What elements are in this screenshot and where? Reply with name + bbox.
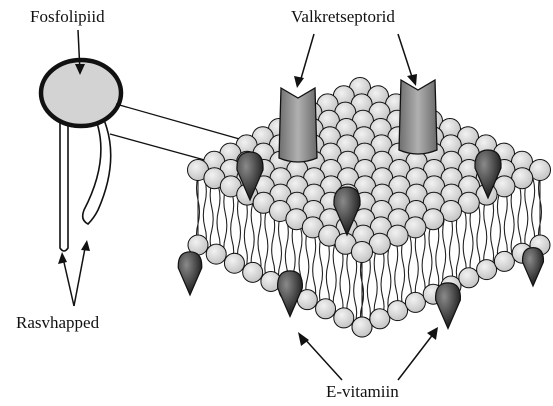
lipid-head-lower — [224, 253, 244, 273]
arrow-vitamin-e-right — [398, 333, 434, 380]
phospholipid-model — [41, 60, 121, 251]
vitamin-e-molecule — [523, 248, 544, 286]
fatty-acid-tail-straight — [60, 120, 68, 251]
arrowhead — [298, 332, 309, 346]
vitamin-e-molecule — [178, 252, 202, 295]
arrowhead — [58, 252, 67, 264]
lipid-head-lower — [459, 268, 479, 288]
lipid-head-lower — [370, 309, 390, 329]
protein-receptor — [399, 80, 437, 154]
arrowhead — [294, 76, 304, 88]
fatty-acid-tail-bent — [83, 120, 111, 224]
arrow-vitamin-e-left — [303, 337, 342, 380]
lipid-head-lower — [334, 308, 354, 328]
arrow-receptor-right — [398, 34, 413, 80]
lipid-head-upper — [352, 242, 373, 263]
vitamin-e-molecule — [436, 283, 461, 329]
lipid-head-lower — [316, 299, 336, 319]
lipid-head-lower — [405, 292, 425, 312]
vitamin-e-molecule — [278, 271, 303, 317]
lipid-bilayer — [178, 78, 550, 338]
arrowhead — [81, 240, 90, 251]
zoom-connector-bottom — [110, 134, 212, 162]
lipid-head-lower — [243, 262, 263, 282]
zoom-connector-top — [116, 104, 243, 140]
lipid-head-lower — [352, 317, 372, 337]
arrow-fatty-acid-2 — [74, 243, 86, 306]
lipid-head-lower — [494, 251, 514, 271]
arrowhead — [427, 327, 438, 340]
lipid-head-lower — [388, 301, 408, 321]
arrow-fatty-acid-1 — [63, 258, 74, 306]
lipid-head-lower — [477, 260, 497, 280]
arrow-receptor-left — [300, 34, 314, 82]
protein-receptor — [279, 88, 317, 162]
lipid-head-lower — [206, 244, 226, 264]
